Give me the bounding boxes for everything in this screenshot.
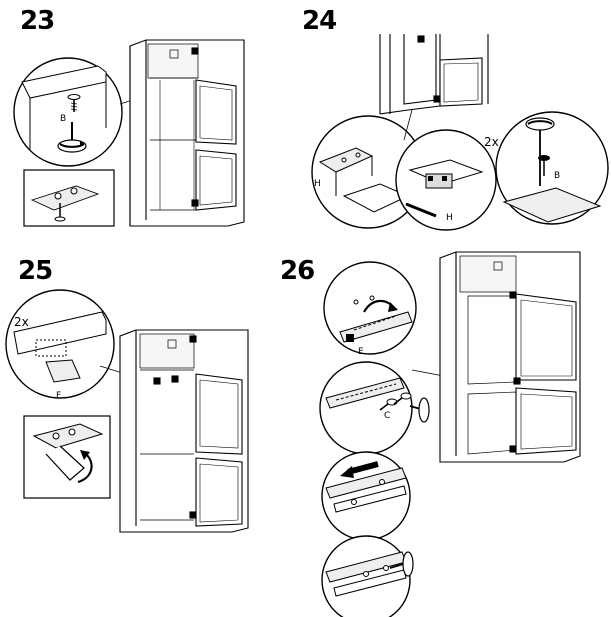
label-e: E <box>358 347 364 357</box>
rotate-arrow-icon <box>77 453 93 484</box>
screw-icon <box>67 94 81 112</box>
step-24-number: 24 <box>302 6 337 36</box>
step-23-number: 23 <box>20 6 55 36</box>
cabinet-drawing <box>119 329 249 533</box>
label-b: B <box>554 171 560 181</box>
label-2x: 2x <box>14 315 29 329</box>
zoom-circle-e <box>323 261 417 355</box>
step-24-illustration: H H 2x B <box>311 34 609 231</box>
rail-e <box>339 311 413 343</box>
label-b: B <box>60 114 66 124</box>
screw-c-icon <box>379 392 412 411</box>
cabinet-top-drawing <box>379 34 489 115</box>
step-25-illustration: 2x F <box>5 289 249 533</box>
step-26-illustration: E C <box>319 251 581 617</box>
label-h-middle: H <box>446 213 453 223</box>
step-26-number: 26 <box>280 256 315 286</box>
screwdriver-icon <box>418 397 430 423</box>
screw-icon <box>538 155 550 161</box>
step-25-panel: 25 2x F <box>0 250 300 617</box>
cabinet-drawing <box>439 251 581 463</box>
label-c: C <box>384 411 390 421</box>
screwdriver-icon <box>57 122 87 153</box>
step-25-number: 25 <box>18 256 53 286</box>
label-h-left: H <box>314 179 321 189</box>
cabinet-drawing <box>129 39 245 227</box>
top-panel-corner <box>21 65 107 99</box>
step-26-panel: 26 E C <box>280 250 611 617</box>
zoom-circle-b-right <box>495 111 609 225</box>
step-23-illustration: B <box>13 39 245 227</box>
label-f: F <box>56 391 61 401</box>
slide-arrow-icon <box>340 466 354 478</box>
zoom-circle-c <box>319 361 413 455</box>
bracket-f <box>45 359 81 383</box>
label-2x: 2x <box>484 135 499 149</box>
step-23-panel: 23 B <box>0 0 300 250</box>
step-24-panel: 24 H H 2x <box>300 0 611 250</box>
